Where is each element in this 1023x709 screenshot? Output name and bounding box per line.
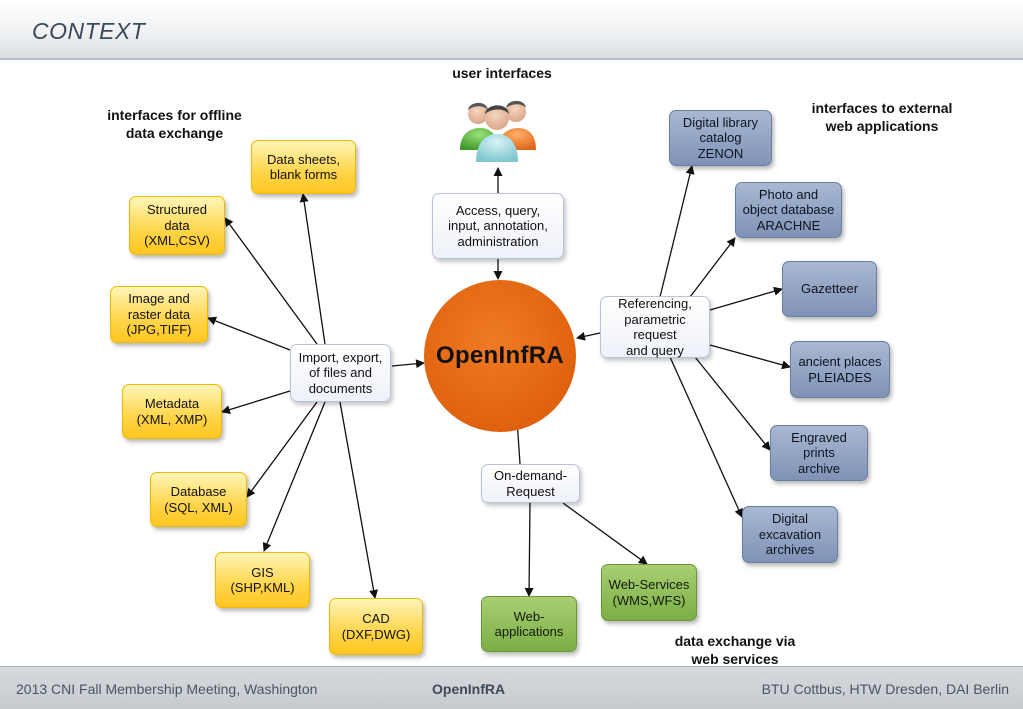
openinfra-center-node: OpenInfRA: [424, 280, 576, 432]
node-cad: CAD (DXF,DWG): [329, 598, 423, 655]
arrow-ref-to-arachne: [689, 237, 736, 298]
arrow-ref-to-zenon: [659, 165, 695, 298]
arrow-import-to-structured: [224, 217, 318, 345]
label-web-services-exchange: data exchange via web services: [674, 633, 796, 667]
label-user-interfaces: user interfaces: [452, 65, 552, 81]
hub-referencing: Referencing, parametric request and quer…: [600, 296, 710, 358]
arrow-import-to-metadata: [221, 390, 291, 414]
arrow-ondemand-to-webservices: [562, 502, 648, 565]
arrow-import-to-cad: [339, 401, 379, 599]
arrow-import-to-gis: [262, 401, 326, 552]
node-structured-data: Structured data (XML,CSV): [129, 196, 225, 255]
node-web-services: Web-Services (WMS,WFS): [601, 564, 697, 621]
hub-on-demand: On-demand- Request: [481, 464, 580, 503]
node-zenon: Digital library catalog ZENON: [669, 110, 772, 166]
footer-bar: 2013 CNI Fall Membership Meeting, Washin…: [0, 666, 1023, 709]
node-metadata: Metadata (XML, XMP): [122, 384, 222, 439]
arrow-ref-to-gazetteer: [709, 286, 783, 311]
node-gis: GIS (SHP,KML): [215, 552, 310, 608]
arrow-import-to-image: [207, 316, 291, 351]
node-engraved-prints: Engraved prints archive: [770, 425, 868, 481]
header-bar: CONTEXT: [0, 0, 1023, 60]
node-arachne: Photo and object database ARACHNE: [735, 182, 842, 238]
node-excavation-archives: Digital excavation archives: [742, 506, 838, 563]
hub-access-query: Access, query, input, annotation, admini…: [432, 193, 564, 259]
arrow-ref-to-excavation: [669, 356, 743, 518]
arrow-import-to-datasheets: [299, 193, 326, 345]
hub-import-export: Import, export, of files and documents: [290, 344, 391, 402]
footer-right-text: BTU Cottbus, HTW Dresden, DAI Berlin: [761, 681, 1009, 697]
center-label: OpenInfRA: [435, 342, 565, 369]
node-image-raster: Image and raster data (JPG,TIFF): [110, 286, 208, 343]
node-pleiades: ancient places PLEIADES: [790, 341, 890, 398]
footer-left-text: 2013 CNI Fall Membership Meeting, Washin…: [16, 681, 318, 697]
node-web-applications: Web- applications: [481, 596, 577, 652]
label-offline-exchange: interfaces for offline data exchange: [107, 107, 242, 141]
arrow-ref-to-engraved: [694, 356, 771, 451]
node-database: Database (SQL, XML): [150, 472, 247, 527]
arrow-import-to-center: [391, 359, 425, 369]
label-external-web-apps: interfaces to external web applications: [811, 100, 953, 134]
arrow-import-to-database: [246, 401, 318, 498]
page-title: CONTEXT: [32, 18, 146, 44]
arrow-ondemand-to-webapps: [524, 502, 534, 597]
node-gazetteer: Gazetteer: [782, 261, 877, 317]
arrow-ref-to-pleiades: [709, 344, 791, 370]
users-group-icon: [460, 100, 536, 162]
arrow-ref-to-center: [576, 331, 601, 341]
footer-center-text: OpenInfRA: [432, 681, 506, 697]
node-data-sheets: Data sheets, blank forms: [251, 140, 356, 194]
